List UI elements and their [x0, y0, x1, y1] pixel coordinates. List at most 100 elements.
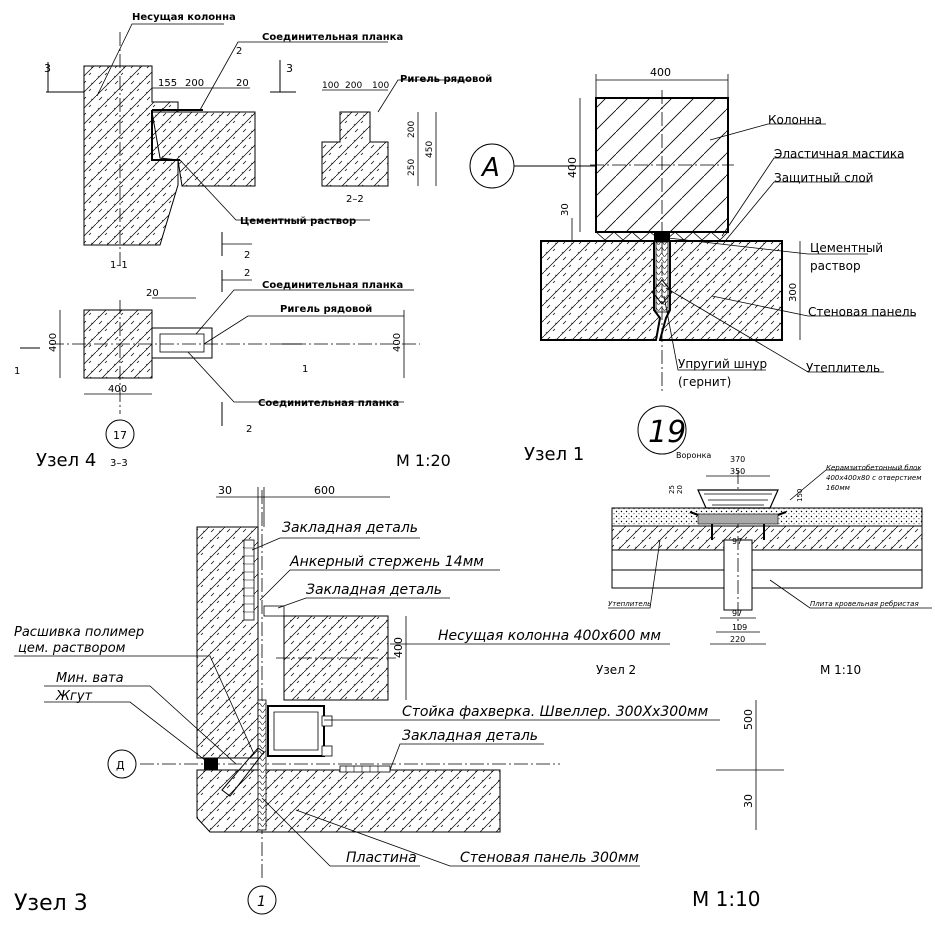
node2-label-insul: Утеплитель [608, 600, 651, 608]
node1-title: Узел 1 [524, 444, 584, 465]
node4-cut-1-left: 1 [14, 366, 20, 377]
node4-rigel-section [321, 111, 389, 187]
node3-scale: М 1:10 [692, 887, 761, 911]
node4-dim-100a: 100 [322, 81, 339, 91]
node2-label-slab: Плита кровельная ребристая [810, 600, 919, 608]
node4-scale: М 1:20 [396, 451, 451, 470]
node4-title: Узел 4 [36, 450, 96, 471]
node1: 400 400 30 300 А Колонна Эластичная маст… [469, 66, 917, 465]
node3-dim-30: 30 [218, 484, 232, 497]
node4-cut-2-bottom: 2 [246, 424, 252, 435]
node4-label-plank-1: Соединительная планка [262, 32, 403, 43]
node3-label-joint-1: Расшивка полимер [14, 625, 144, 640]
node1-label-protect: Защитный слой [774, 171, 873, 185]
node1-dim-400-top: 400 [650, 66, 671, 79]
node2-dim-97a: 97 [732, 537, 742, 546]
node1-label-mastic: Эластичная мастика [774, 147, 905, 161]
node4-cut-2-top: 2 [236, 46, 242, 57]
node3-label-embed-1: Закладная деталь [282, 520, 418, 536]
node1-dim-300: 300 [788, 283, 799, 302]
node3-label-plate: Пластина [346, 850, 417, 866]
node4-dim-400c: 400 [392, 333, 403, 352]
node3-dim-30b: 30 [742, 794, 755, 808]
node2-dim-370: 370 [730, 455, 745, 464]
node2-dim-220: 220 [730, 635, 745, 644]
node3-label-tow: Жгут [55, 689, 93, 704]
node4-label-cement: Цементный раствор [240, 216, 356, 227]
node3-dim-600: 600 [314, 484, 335, 497]
node4-dim-v450: 450 [425, 141, 435, 158]
node2-scale: М 1:10 [820, 663, 861, 677]
node4: 3 3 Несущая колонна Соединительная планк… [14, 12, 492, 471]
node3-axis-1: 1 [257, 894, 266, 910]
node2-title: Узел 2 [596, 663, 636, 677]
node2-dim-109: 109 [732, 623, 747, 632]
node1-label-cement-2: раствор [810, 259, 861, 273]
node2-dim-350: 350 [730, 467, 745, 476]
node4-dim-155: 155 [158, 78, 177, 89]
node1-panel-left [540, 240, 662, 341]
node1-axis-a: А [480, 153, 500, 183]
node4-dim-v200: 200 [407, 121, 417, 138]
node4-connecting-plank [151, 109, 203, 161]
node3-label-panel: Стеновая панель 300мм [460, 850, 639, 866]
node1-mastic [595, 231, 729, 241]
node4-cut-2-mid: 2 [244, 250, 250, 261]
node3-panel-horizontal [196, 769, 501, 833]
node3-title: Узел 3 [14, 891, 88, 916]
node4-dim-200b: 200 [345, 81, 362, 91]
node4-label-rigel-2: Ригель рядовой [280, 304, 372, 315]
node2-dim-25: 25 [668, 485, 676, 494]
node2-funnel-cap [697, 489, 779, 509]
node1-label-column: Колонна [768, 113, 822, 127]
node1-dim-30: 30 [560, 203, 571, 216]
node3-label-joint-2: цем. раствором [18, 641, 126, 656]
node3-dim-400: 400 [392, 637, 405, 658]
node4-label-plank-3: Соединительная планка [258, 398, 399, 409]
node2-dim-97b: 97 [732, 609, 742, 618]
node4-circle-num: 17 [113, 429, 127, 442]
node4-label-column: Несущая колонна [132, 12, 236, 23]
node3-label-embed-3: Закладная деталь [402, 728, 538, 744]
node3-label-anchor: Анкерный стержень 14мм [289, 554, 484, 570]
node1-label-insul: Утеплитель [806, 361, 880, 375]
node1-label-cord-2: (гернит) [678, 375, 731, 389]
node3-label-post: Стойка фахверка. Швеллер. 300Хх300мм [402, 704, 709, 720]
node1-circle-num: 19 [648, 415, 686, 450]
node4-label-plank-2: Соединительная планка [262, 280, 403, 291]
node2-dim-20: 20 [676, 485, 684, 494]
node4-section-1-1: 1–1 [110, 260, 128, 271]
node4-dim-20b: 20 [146, 288, 159, 299]
node1-label-cement-1: Цементный [810, 241, 883, 255]
node3-label-column: Несущая колонна 400х600 мм [438, 628, 661, 644]
node4-rigel-title: Ригель рядовой [400, 74, 492, 85]
node4-cut-1-right: 1 [302, 364, 308, 375]
node4-subtitle: 3–3 [110, 458, 128, 469]
node1-label-cord-1: Упругий шнур [678, 357, 767, 371]
node3: 30 600 400 500 30 Закладная деталь Анкер… [14, 484, 784, 916]
node4-dim-200a: 200 [185, 78, 204, 89]
node2-label-block-1: Керамзитобетонный блок [826, 464, 922, 472]
node2-label-block-2: 400x400x80 с отверстием [826, 474, 922, 482]
node3-channel-post [267, 705, 325, 757]
node4-dim-100b: 100 [372, 81, 389, 91]
node4-dim-v250: 250 [407, 159, 417, 176]
node4-cut-3-right: 3 [286, 62, 293, 75]
node1-panel-right [658, 240, 783, 341]
node3-label-embed-2: Закладная деталь [306, 582, 442, 598]
node4-dim-400b: 400 [108, 384, 127, 395]
node2-label-block-3: 160мм [826, 484, 851, 492]
node4-beam-elevation [151, 111, 256, 187]
node4-section-2-2: 2–2 [346, 194, 364, 205]
node2-label-funnel: Воронка [676, 451, 711, 460]
node4-dim-20a: 20 [236, 78, 249, 89]
node2-dim-150: 150 [796, 489, 804, 502]
node3-dim-500: 500 [742, 709, 755, 730]
node1-dim-400-side: 400 [566, 157, 579, 178]
node4-cut-2-mid2: 2 [244, 268, 250, 279]
node3-label-minwool: Мин. вата [56, 671, 124, 686]
node2: Воронка 370 350 25 20 150 Керамзитобетон… [596, 451, 932, 677]
node4-dim-400a: 400 [48, 333, 59, 352]
node1-label-panel: Стеновая панель [808, 305, 917, 319]
